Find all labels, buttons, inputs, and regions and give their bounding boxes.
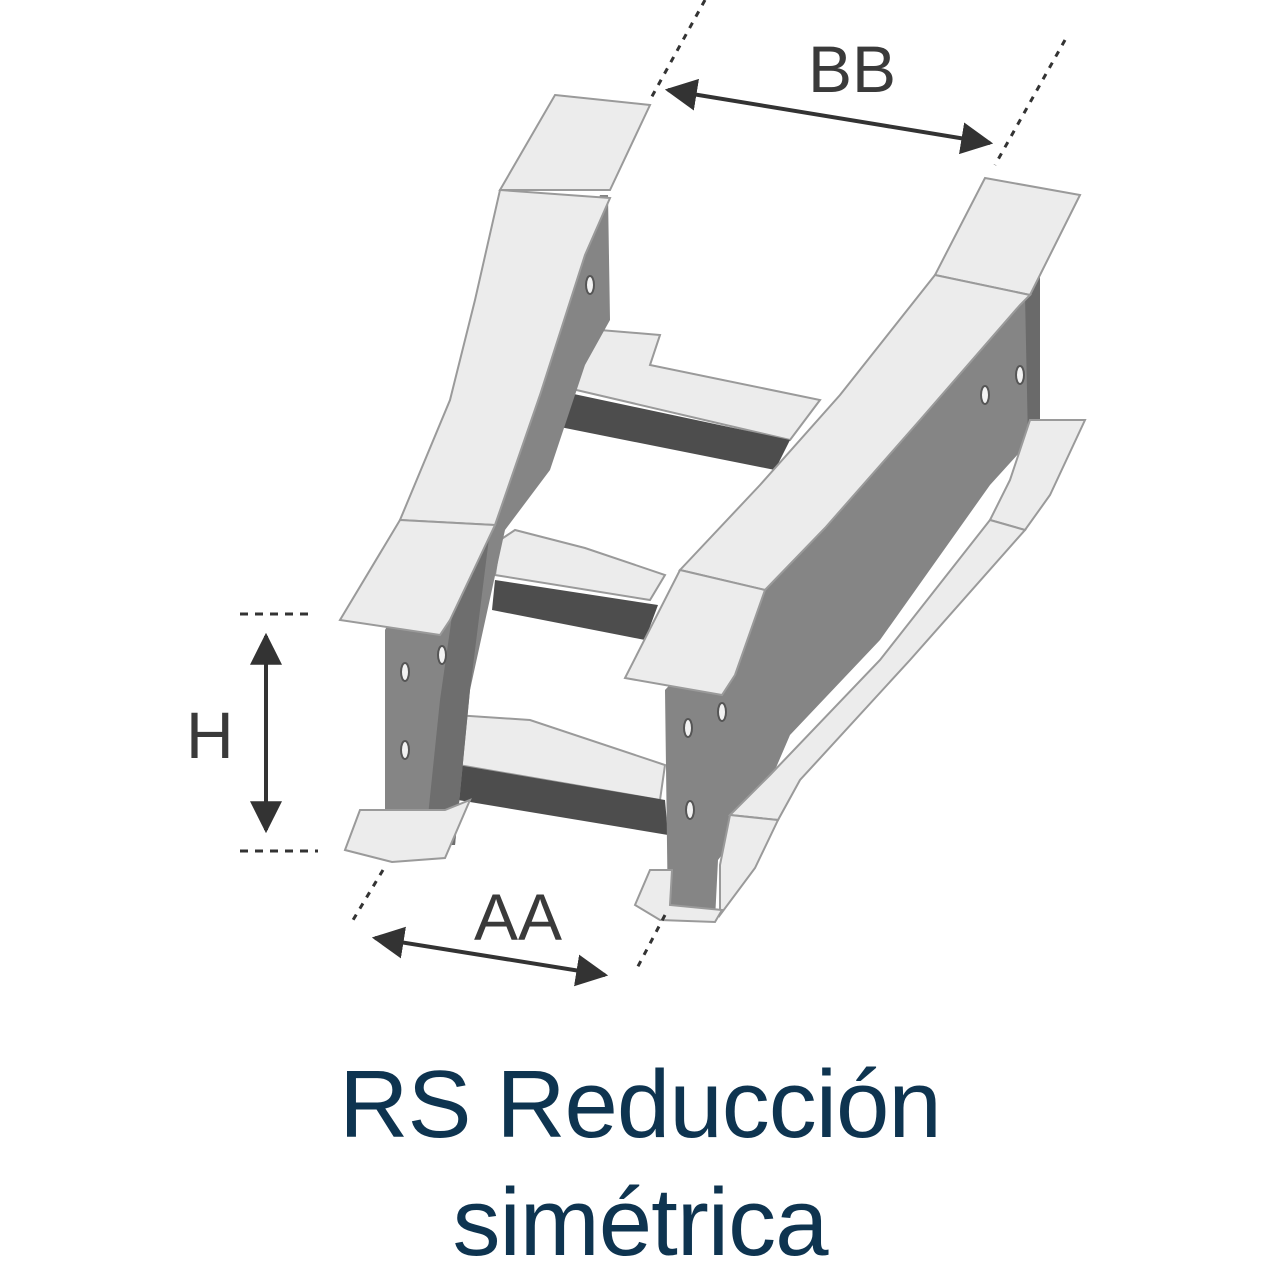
ladder-rungs — [428, 328, 822, 835]
rung-back — [550, 390, 790, 470]
dimension-h: H — [186, 612, 318, 853]
bb-dimension-arrow — [664, 78, 994, 155]
bolt-hole — [585, 275, 595, 295]
ladder-tray-illustration — [338, 93, 1087, 924]
dimension-bb: BB — [648, 0, 1067, 166]
left-rail-top-flange-lower — [338, 518, 497, 637]
right-rail-web-shade — [1025, 275, 1040, 440]
right-rail-bottom-flange — [633, 869, 724, 924]
right-rail-top-flange-angled — [678, 273, 1033, 592]
rung-back-top — [553, 328, 822, 442]
bolt-hole — [685, 800, 695, 820]
bolt-hole — [717, 702, 727, 722]
left-rail-web-shade — [425, 530, 490, 845]
aa-extension-line-right — [633, 914, 667, 973]
right-rail-top-flange-lower — [623, 568, 767, 697]
right-rail-outer-flange-lower — [719, 813, 780, 919]
h-label: H — [186, 698, 234, 772]
caption-subtitle: simétrica — [452, 1169, 828, 1276]
bolt-hole — [437, 645, 447, 665]
rung-middle — [492, 580, 658, 640]
left-rail-bottom-flange — [343, 798, 472, 864]
bb-extension-line-right — [993, 39, 1067, 166]
right-rail-top-flange-upper — [933, 176, 1082, 297]
bb-label: BB — [808, 32, 896, 106]
bolt-hole — [400, 740, 410, 760]
left-side-rail — [338, 93, 652, 864]
aa-extension-line-left — [348, 869, 385, 926]
left-rail-top-flange-upper — [498, 93, 652, 191]
bolt-hole — [1015, 365, 1025, 385]
rung-front — [428, 760, 668, 835]
aa-dimension-arrow — [371, 926, 609, 987]
aa-label: AA — [474, 880, 562, 954]
right-side-rail — [623, 176, 1087, 924]
dimension-aa: AA — [348, 869, 667, 987]
caption-title: RS Reducción — [339, 1051, 942, 1158]
bolt-hole — [980, 385, 990, 405]
bb-extension-line-left — [648, 0, 707, 101]
bolt-hole — [683, 718, 693, 738]
right-rail-web — [665, 275, 1040, 920]
bolt-hole — [400, 662, 410, 682]
